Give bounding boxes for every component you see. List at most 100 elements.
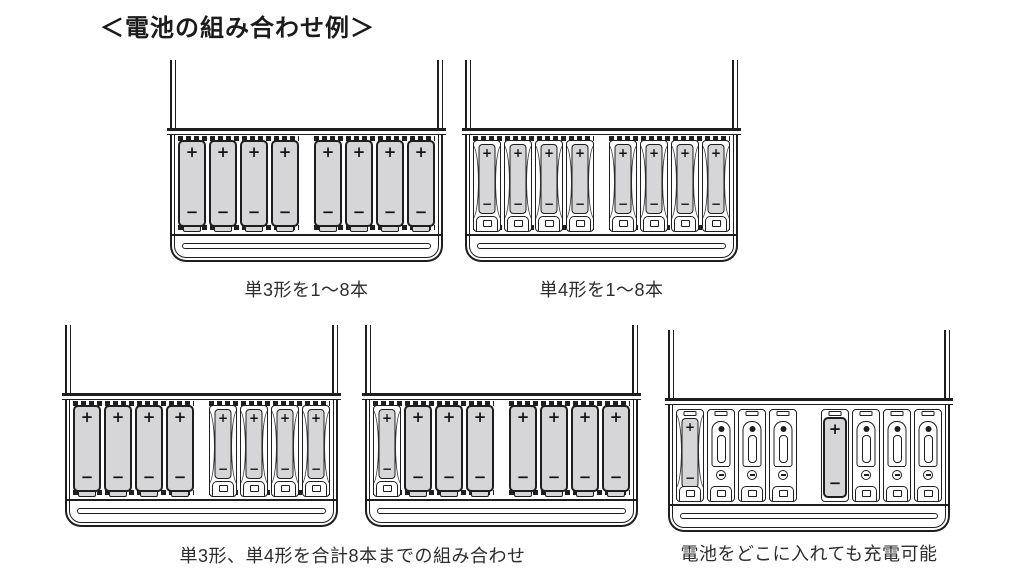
housing-slot-bar [182, 243, 431, 249]
slot-contact [917, 486, 939, 501]
slot-top-tab [683, 411, 697, 416]
plus-terminal: + [442, 408, 456, 426]
minus-line [749, 474, 755, 476]
contact-nub [280, 485, 290, 492]
battery-slot: +− [314, 135, 342, 234]
plus-terminal: + [574, 146, 586, 160]
slot-outline: +− [240, 405, 268, 497]
aaa-battery: +− [307, 409, 325, 479]
compartment-lip [665, 398, 953, 405]
slot-outline: +− [302, 405, 330, 497]
contact-nub [711, 220, 721, 227]
housing-slot-bar [77, 508, 326, 514]
battery-slot: +− [671, 135, 699, 234]
minus-terminal: − [547, 468, 561, 486]
contact-rail-top [509, 401, 630, 406]
slot-outline: +− [504, 140, 532, 232]
minus-terminal: − [543, 197, 555, 211]
charger-bottom-housing [467, 234, 736, 260]
minus-line [894, 474, 900, 476]
slot-wall-curve [631, 144, 636, 220]
minus-terminal: − [684, 471, 696, 485]
slot-dome [918, 421, 938, 467]
slot-channel [716, 435, 726, 463]
contact-nub [649, 220, 659, 227]
slot-contact [886, 486, 908, 501]
minus-terminal: − [248, 462, 260, 476]
aaa-battery: +− [645, 144, 663, 214]
slot-dome [773, 421, 793, 467]
plus-terminal: + [278, 143, 292, 161]
slot-contact [855, 486, 877, 501]
slot-outline: +− [640, 140, 668, 232]
minus-terminal: − [185, 203, 199, 221]
positive-contact-dot [718, 426, 724, 432]
slot-channel [747, 435, 757, 463]
charger-side-wall [332, 325, 338, 395]
charger-aa-example: +−+−+−+−+−+−+−+− [167, 60, 446, 262]
plus-terminal: + [279, 411, 291, 425]
aaa-battery: +− [245, 409, 263, 479]
charger-bottom-housing [670, 504, 948, 530]
charger-side-wall [170, 60, 176, 130]
minus-terminal: − [512, 197, 524, 211]
battery-slot: +− [373, 400, 401, 499]
aa-battery: +− [823, 417, 847, 498]
battery-slot: +− [540, 400, 568, 499]
positive-contact-dot [925, 426, 931, 432]
positive-contact-dot [894, 426, 900, 432]
charger-side-wall [668, 330, 674, 400]
aaa-battery: +− [509, 144, 527, 214]
battery-slot [738, 405, 766, 504]
aaa-battery: +− [571, 144, 589, 214]
slot-outline: +− [566, 140, 594, 232]
aa-battery: +− [404, 405, 432, 492]
battery-compartment: +−+−+−+−+−+−+−+− [467, 135, 736, 234]
minus-terminal: − [279, 462, 291, 476]
positive-contact-dot [863, 426, 869, 432]
aa-battery: +− [178, 140, 206, 227]
aaa-battery: +− [681, 418, 699, 488]
aa-battery: +− [314, 140, 342, 227]
slot-contact [305, 481, 327, 496]
battery-slot: +− [509, 400, 537, 499]
slot-contact [674, 216, 696, 231]
battery-slot: +− [271, 135, 299, 234]
minus-terminal: − [414, 203, 428, 221]
compartment-lip [462, 128, 741, 135]
contact-nub [544, 220, 554, 227]
contact-rail-bottom [314, 225, 435, 230]
slot-contact [643, 216, 665, 231]
plus-terminal: + [512, 146, 524, 160]
aa-battery: +− [376, 140, 404, 227]
slot-contact [507, 216, 529, 231]
aa-battery: +− [345, 140, 373, 227]
battery-slot: +− [178, 135, 206, 234]
minus-terminal: − [679, 197, 691, 211]
battery-slot: +− [376, 135, 404, 234]
aa-battery: +− [540, 405, 568, 492]
battery-slot: +− [504, 135, 532, 234]
battery-slot: +− [602, 400, 630, 499]
plus-terminal: + [609, 408, 623, 426]
aaa-battery: +− [276, 409, 294, 479]
caption-any-position: 電池をどこに入れても充電可能 [680, 544, 938, 564]
plus-terminal: + [481, 146, 493, 160]
slot-dome [856, 421, 876, 467]
plus-terminal: + [381, 411, 393, 425]
battery-slot: +− [640, 135, 668, 234]
battery-slot: +− [473, 135, 501, 234]
slot-top-tab [714, 411, 728, 416]
slot-outline [769, 409, 797, 502]
slot-wall-curve [698, 413, 703, 489]
slot-group: +−+−+−+− [473, 135, 594, 234]
minus-terminal: − [574, 197, 586, 211]
minus-terminal: − [217, 462, 229, 476]
slot-group: +−+−+−+− [609, 135, 730, 234]
positive-contact-dot [749, 426, 755, 432]
aa-battery: +− [602, 405, 630, 492]
contact-rail-top [73, 401, 194, 406]
contact-nub [218, 485, 228, 492]
plus-terminal: + [684, 420, 696, 434]
slot-group: +−+−+−+− [178, 135, 299, 234]
